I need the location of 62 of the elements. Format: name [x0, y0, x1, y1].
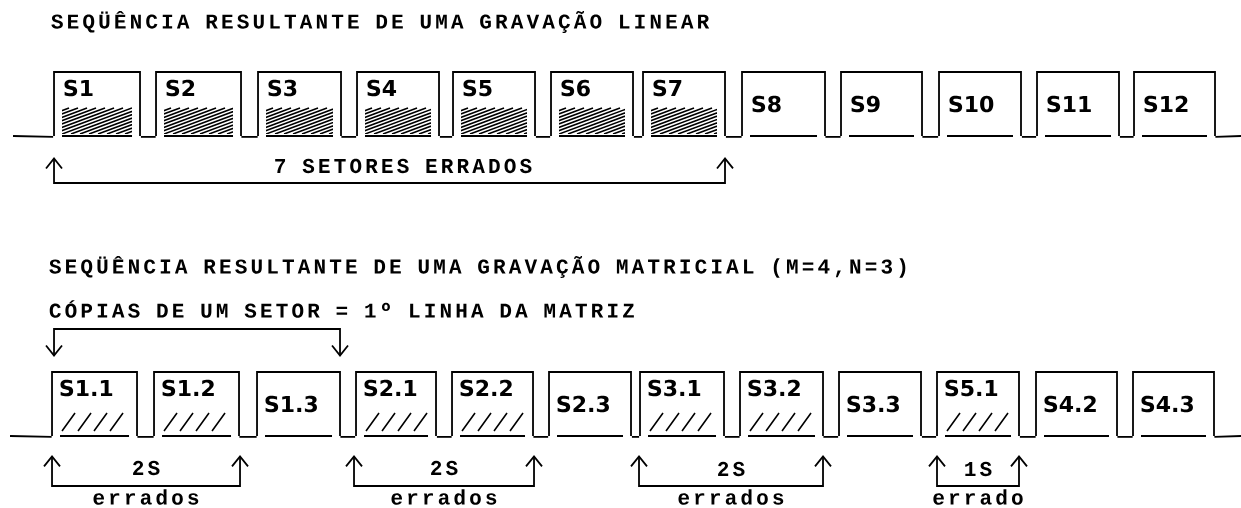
signal-line [436, 436, 453, 438]
sector-pulse: S3.2 [739, 371, 824, 437]
sector-pulse: S3 [257, 71, 342, 137]
sector-pulse: S4.2 [1035, 371, 1118, 437]
caption-text: SEQÜÊNCIA RESULTANTE DE UMA GRAVAÇÃO LINEAR [51, 11, 710, 33]
signal-line [532, 436, 549, 438]
signal-line [921, 436, 937, 438]
signal-line [140, 136, 157, 138]
caption-text: 1S [965, 461, 992, 477]
sector-pulse: S7 [642, 71, 726, 137]
sector-pulse: S3.1 [639, 371, 725, 437]
signal-line [633, 136, 643, 138]
signal-line [1214, 135, 1241, 138]
signal-line [136, 436, 155, 438]
sector-pulse: S5 [452, 71, 536, 137]
caption-text: CÓPIAS DE UM SETOR = 1º LINHA DA MATRIZ [49, 300, 634, 318]
caption-text: 2S [718, 461, 745, 477]
sector-pulse: S1 [53, 71, 141, 137]
sector-pulse: S1.3 [256, 371, 341, 437]
caption-text: 2S [133, 460, 160, 476]
signal-line [535, 136, 551, 138]
signal-line [339, 436, 356, 438]
signal-line [724, 436, 741, 438]
sector-pulse: S2.2 [451, 371, 534, 437]
signal-line [9, 435, 53, 438]
sector-pulse: S4.3 [1132, 371, 1215, 437]
signal-line [340, 136, 357, 138]
sector-pulse: S2 [155, 71, 242, 137]
caption-text: 2S [431, 460, 458, 476]
sector-pulse: S1.2 [153, 371, 240, 437]
sector-pulse: S9 [840, 71, 923, 137]
signal-line [824, 136, 842, 138]
signal-line [439, 136, 453, 138]
signal-line [1119, 136, 1135, 138]
sector-pulse: S12 [1133, 71, 1216, 137]
signal-line [822, 436, 839, 438]
signal-line [1213, 435, 1241, 438]
sector-pulse: S3.3 [838, 371, 922, 437]
sector-pulse: S6 [550, 71, 634, 137]
sector-pulse: S11 [1036, 71, 1120, 137]
signal-line [1116, 436, 1134, 438]
signal-line [921, 136, 939, 138]
signal-line [238, 436, 258, 438]
sector-pulse: S2.1 [355, 371, 437, 437]
sector-pulse: S2.3 [548, 371, 632, 437]
caption-text: errados [391, 489, 497, 505]
caption-text: SEQÜÊNCIA RESULTANTE DE UMA GRAVAÇÃO MATRICIAL (M=4,N=3) [49, 256, 906, 278]
sector-pulse: S1.1 [51, 371, 138, 437]
caption-text: errados [93, 489, 199, 505]
signal-line [1019, 436, 1037, 438]
signal-line [631, 436, 640, 438]
signal-line [240, 136, 259, 138]
sector-pulse: S5.1 [936, 371, 1020, 437]
caption-text: 7 SETORES ERRADOS [275, 158, 532, 174]
signal-line [1021, 136, 1037, 138]
caption-text: errado [933, 489, 1023, 505]
sector-pulse: S8 [741, 71, 826, 137]
sector-pulse: S10 [938, 71, 1022, 137]
signal-line [12, 135, 54, 138]
signal-line [725, 136, 743, 138]
caption-text: errados [678, 489, 784, 505]
sector-pulse: S4 [356, 71, 440, 137]
